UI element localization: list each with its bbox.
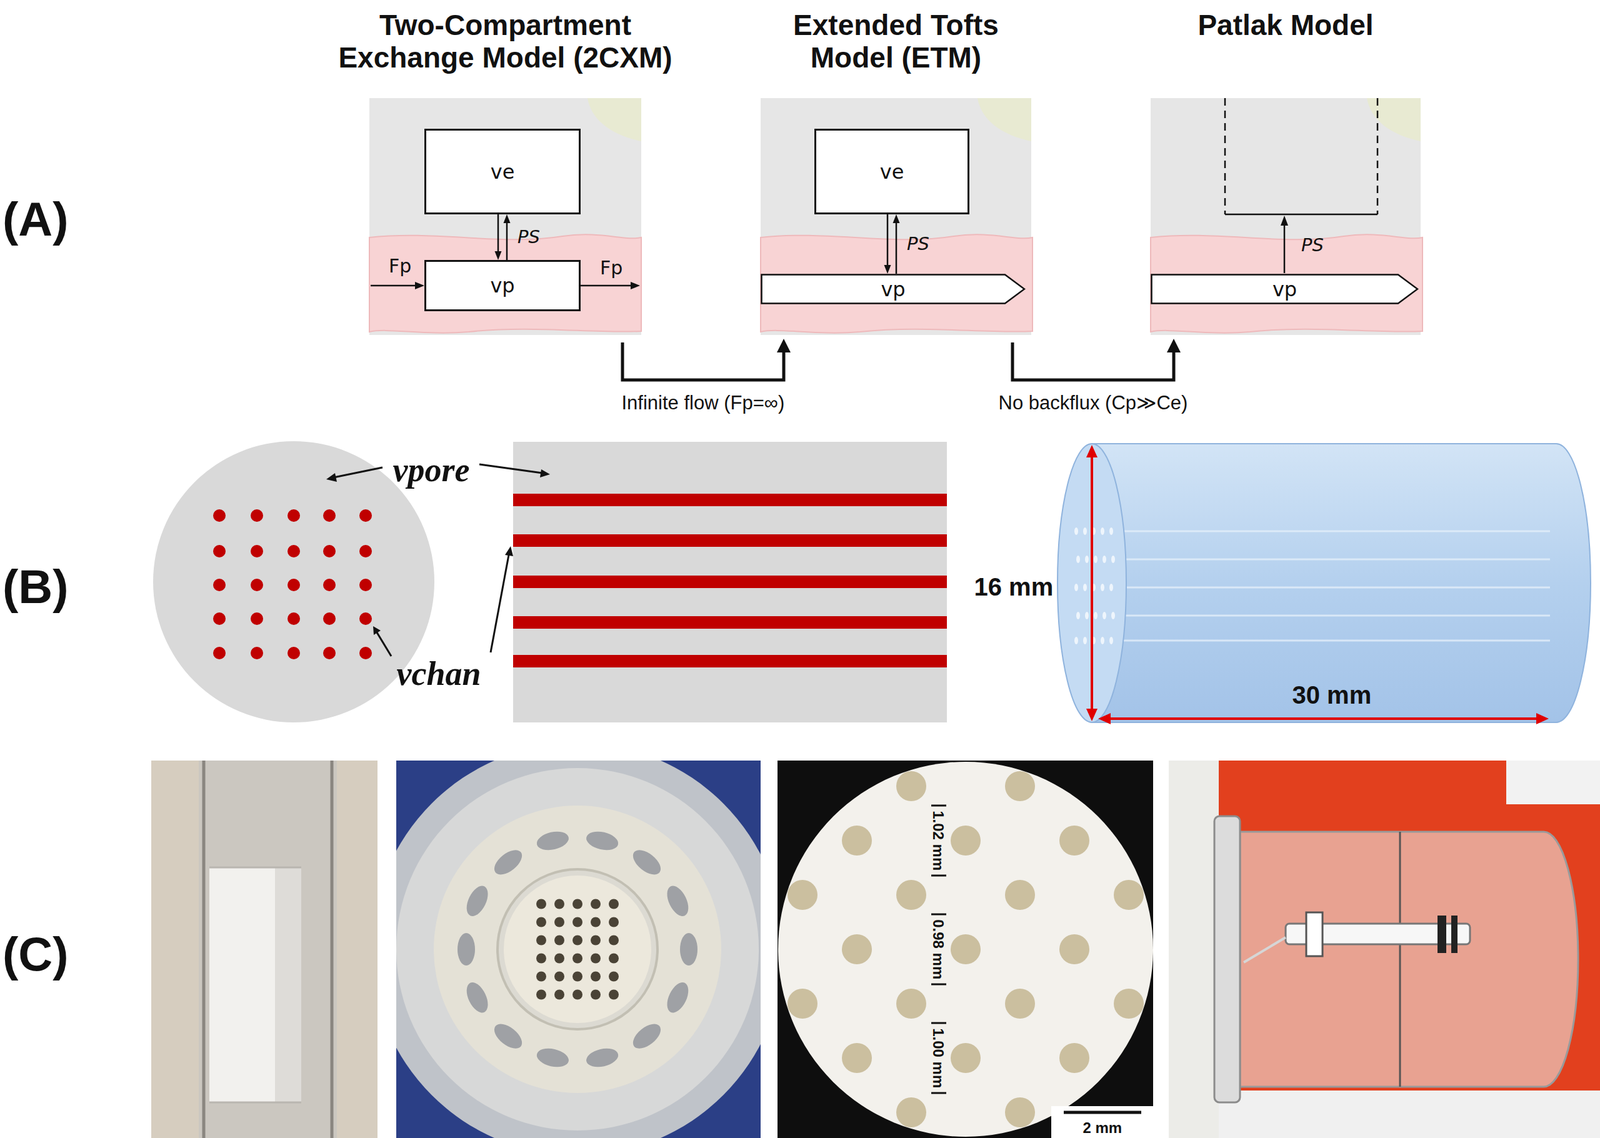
plasma-arrow: vp	[760, 273, 1026, 305]
photo-phantom-setup	[1168, 760, 1600, 1138]
phantom-longitudinal	[513, 441, 947, 723]
measurement-label: 0.98 mm	[930, 919, 947, 980]
dimension-label: 16 mm	[974, 573, 1054, 601]
connector	[884, 214, 900, 274]
measurement-label: 1.00 mm	[930, 1028, 947, 1089]
panel-title: Two-Compartment Exchange Model (2CXM)	[318, 9, 694, 74]
photo-phantom-end-view	[396, 760, 761, 1138]
compartment-box: ve	[424, 128, 581, 215]
volume-symbol: vpore	[393, 451, 470, 489]
flow-symbol: Fp	[600, 257, 623, 279]
model-panels	[369, 98, 1423, 335]
flow-symbol: Fp	[388, 255, 412, 277]
plasma-arrow: vp	[1150, 273, 1419, 305]
panel-title: Patlak Model	[1129, 9, 1442, 42]
permeability-symbol: PS	[1301, 235, 1324, 256]
edge-label: Infinite flow (Fp=∞)	[621, 392, 785, 414]
compartment-label: vp	[1272, 279, 1297, 300]
panel-letter: (B)	[2, 560, 69, 614]
compartment-label: ve	[880, 161, 905, 182]
measurement-label: 1.02 mm	[930, 810, 947, 871]
phantom-cross-section	[153, 441, 435, 723]
panel-title: Extended Tofts Model (ETM)	[749, 9, 1044, 74]
panel-letter: (C)	[2, 928, 69, 981]
scale-bar-label: 2 mm	[1083, 1120, 1123, 1137]
compartment-box: vp	[424, 260, 581, 312]
compartment-label: ve	[490, 161, 515, 182]
panel-letter: (A)	[2, 193, 69, 246]
photo-micrograph	[777, 760, 1154, 1138]
model-panel: Extended Tofts Model (ETM)vevp	[760, 98, 1032, 335]
edge-label: PS	[517, 227, 540, 248]
compartment-label: vp	[490, 275, 515, 296]
patlak-open-compartment	[1225, 98, 1378, 274]
compartment-box: ve	[814, 128, 970, 215]
connector	[495, 214, 511, 260]
edge-label: No backflux (Cp≫Ce)	[998, 392, 1189, 414]
dimension-arrows	[1086, 445, 1549, 725]
connector	[622, 338, 791, 380]
dimension-label: 30 mm	[1292, 681, 1372, 709]
model-panel: Patlak Modelvp	[1150, 98, 1421, 335]
phantom-3d-cylinder	[1057, 443, 1591, 723]
model-panel: Two-Compartment Exchange Model (2CXM)vev…	[369, 98, 642, 335]
volume-symbol: vchan	[396, 655, 482, 693]
compartment-label: vp	[880, 279, 905, 300]
edge-label: PS	[906, 234, 930, 255]
connector	[1012, 338, 1181, 380]
leader-arrows	[326, 464, 550, 657]
photo-phantom-tube	[151, 760, 378, 1138]
